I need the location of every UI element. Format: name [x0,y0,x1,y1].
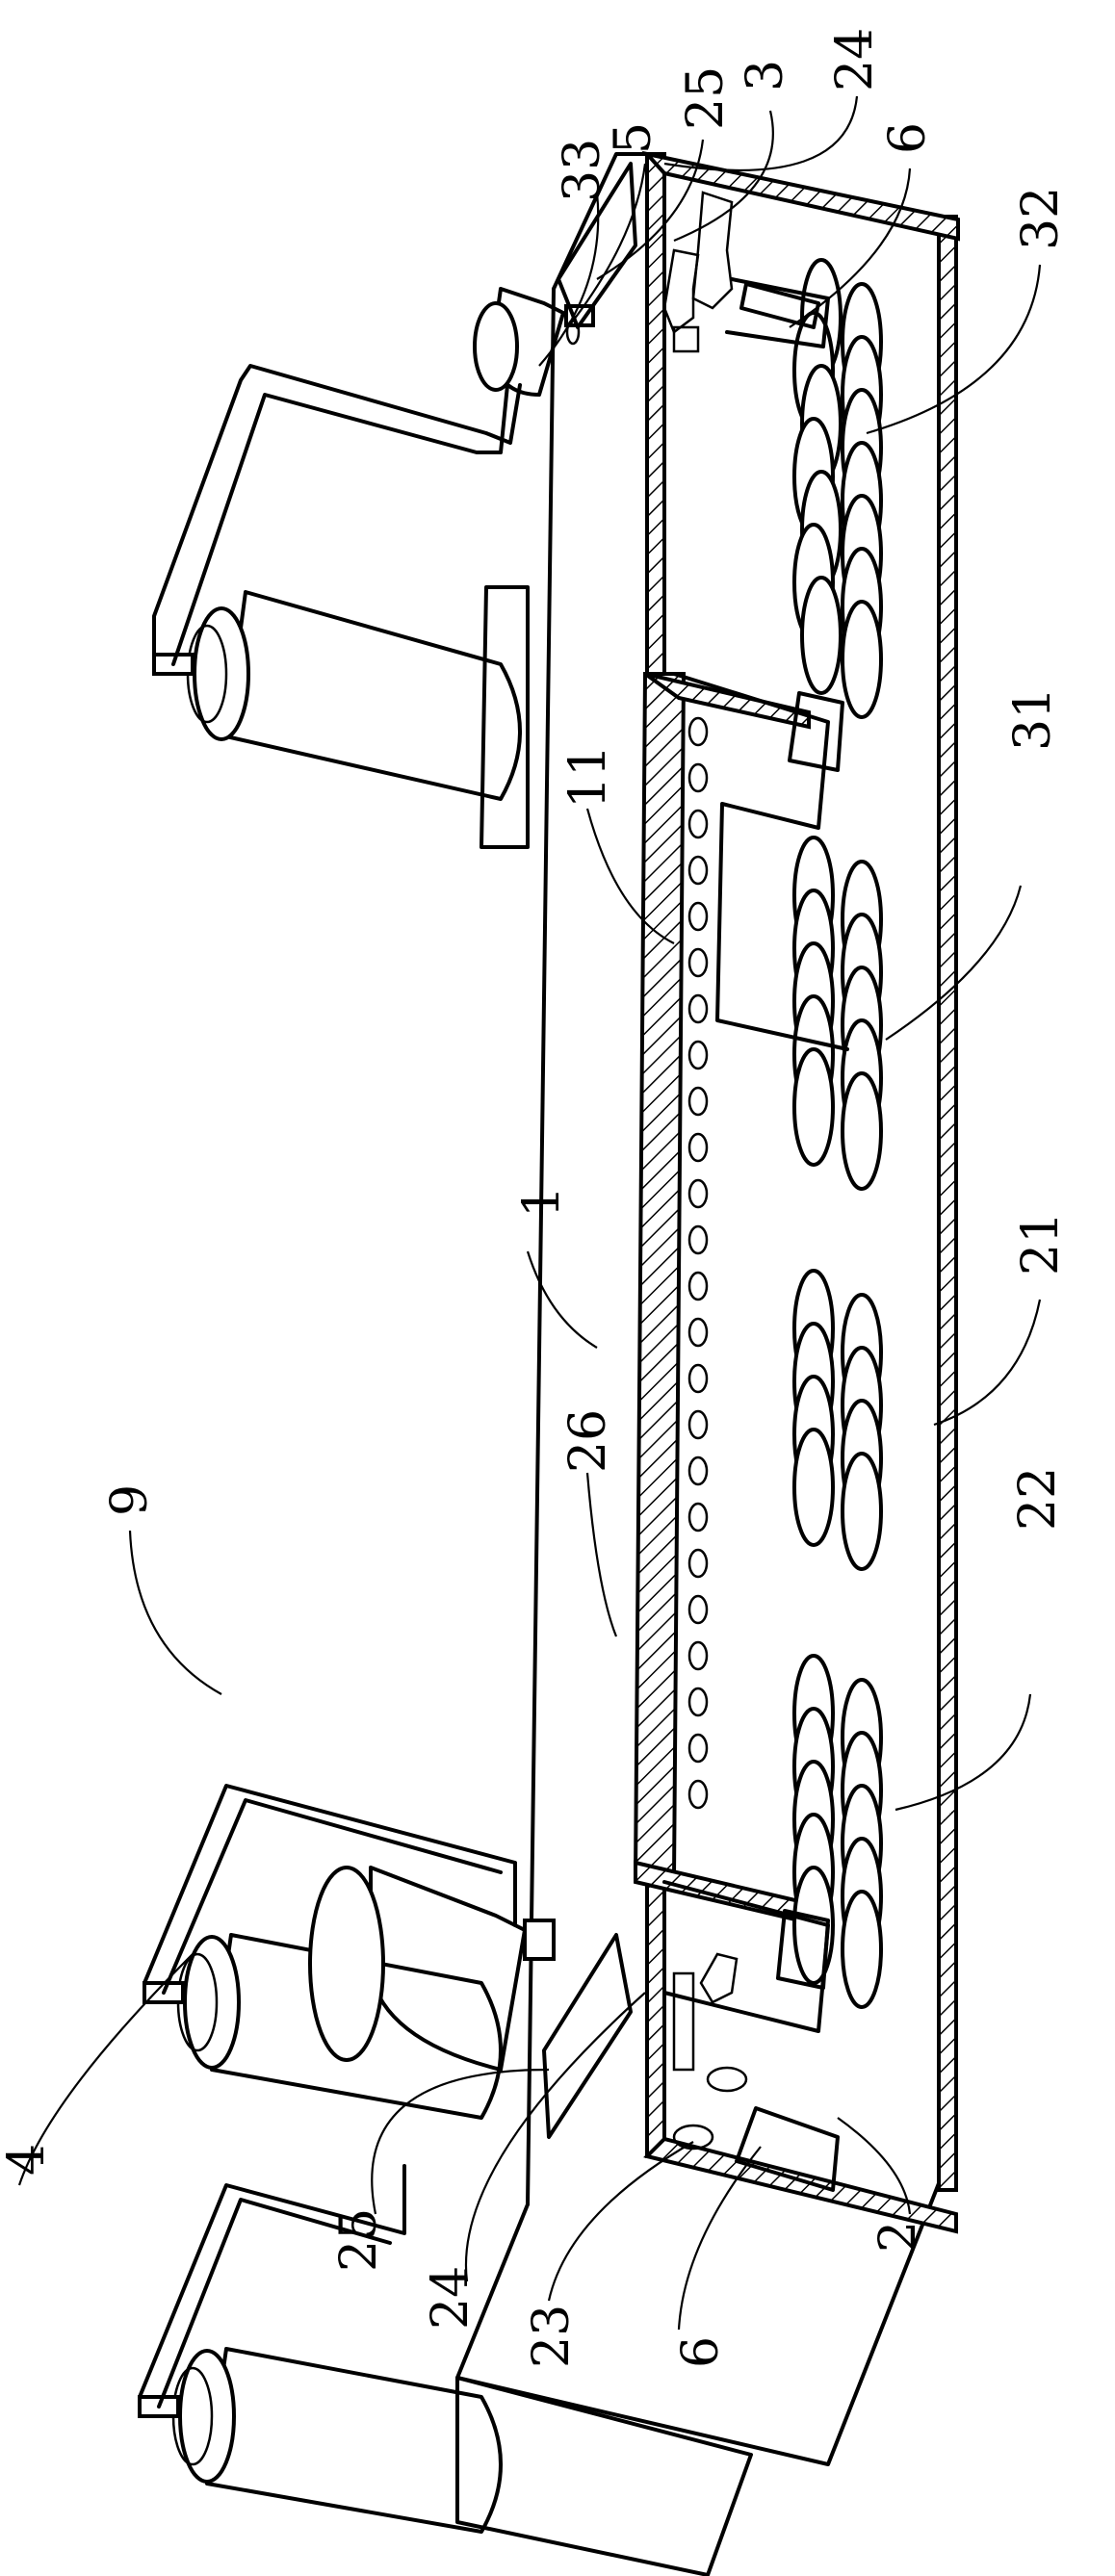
spring-coil [687,1040,709,1070]
hatched-wall-right [937,215,958,2192]
label-23: 23 [523,2305,581,2368]
roller-disc [792,1047,835,1167]
motor-cylinder-9 [143,1933,503,2120]
roller-disc [841,1890,883,2009]
label-31: 31 [1004,687,1062,751]
spring-coil [687,1409,709,1440]
label-9: 9 [101,1484,159,1516]
motor-cylinder-top [152,585,530,849]
label-2: 2 [869,2221,927,2253]
spring-coil [687,716,709,747]
gripper-hand-bottom [699,1952,739,2004]
spring-coil [687,1548,709,1579]
hopper-5 [473,287,595,397]
spring-coil [687,1594,709,1625]
label-5: 5 [605,122,662,154]
panel-25-bottom [542,1933,633,2139]
spring-coil [687,762,709,793]
rollers [792,258,883,2009]
spring-coil [687,809,709,839]
label-6-top: 6 [879,122,937,154]
inner-blocks [662,277,849,2072]
label-11: 11 [559,745,617,809]
spring-coil [687,1733,709,1764]
panel-25-top [557,162,637,329]
spring-coil [687,855,709,886]
label-24-bottom: 24 [422,2266,480,2330]
label-26: 26 [559,1409,617,1473]
roller-disc [841,1071,883,1191]
label-25-bottom: 25 [330,2208,388,2272]
hatched-wall-bottom [643,2136,958,2234]
label-32: 32 [1012,187,1070,250]
label-4: 4 [0,2144,56,2176]
spring-coil [687,1363,709,1394]
label-24-top: 24 [826,28,884,91]
roller-disc [841,600,883,719]
spring-coil [687,993,709,1024]
leader-lines [17,95,1042,2331]
front-face-parts [672,282,840,2192]
spring-coil [687,1132,709,1163]
label-33: 33 [554,139,611,202]
motor-cylinder-bottom [138,2347,753,2576]
spring-coils [687,716,709,1810]
label-3: 3 [737,60,794,91]
hatched-wall-top [641,150,960,242]
label-1: 1 [513,1186,571,1218]
spring-coil [687,1779,709,1810]
roller-disc [792,1866,835,1985]
spring-coil [687,1271,709,1301]
roller-disc [841,1452,883,1571]
spring-coil [687,1502,709,1533]
spring-coil [687,1178,709,1209]
spring-coil [687,1640,709,1671]
label-25-top: 25 [677,66,735,130]
spring-coil [687,1687,709,1717]
spring-coil [687,1455,709,1486]
roller-disc [792,1428,835,1547]
label-22: 22 [1009,1467,1067,1531]
spring-coil [687,901,709,932]
roller-disc [800,576,843,695]
label-21: 21 [1012,1212,1070,1275]
reference-numerals: 3 24 25 5 33 6 32 31 11 1 21 26 9 22 4 2… [0,28,1070,2368]
label-6-bottom: 6 [672,2336,730,2368]
spring-coil [687,1317,709,1348]
pipes [138,364,522,2409]
spring-coil [687,1224,709,1255]
spring-coil [687,947,709,978]
spring-coil [687,1086,709,1117]
hopper-4 [308,1866,556,2072]
